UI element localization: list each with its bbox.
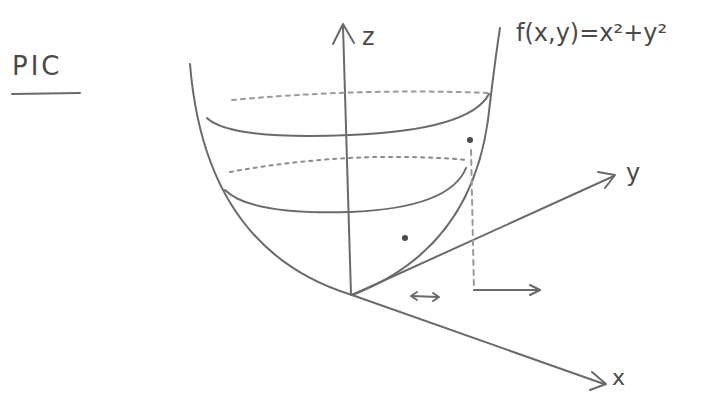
axis-label: x: [612, 366, 625, 390]
paraboloid-outline: [352, 28, 500, 295]
axis-label: y: [626, 160, 640, 186]
projection-line: [471, 150, 474, 290]
arrow-head: [333, 24, 354, 44]
function-label: f(x,y)=x²+y²: [516, 20, 667, 46]
arrow-head: [411, 292, 417, 300]
surface-point: [467, 137, 473, 143]
arrow-head: [598, 172, 615, 188]
direction-arrow: [474, 289, 540, 291]
paraboloid-outline: [190, 64, 352, 295]
level-curve-hidden: [232, 92, 490, 100]
underline: [12, 93, 80, 94]
direction-arrow: [412, 296, 438, 297]
level-curve-hidden: [230, 157, 468, 172]
surface-point: [402, 235, 408, 241]
level-curve: [225, 168, 466, 212]
z-axis: [343, 26, 351, 295]
arrow-head: [433, 293, 439, 301]
figure-title: PIC: [12, 52, 63, 81]
arrow-head: [590, 372, 606, 390]
level-curve: [207, 94, 489, 136]
axis-label: z: [362, 24, 375, 50]
arrow-head: [530, 285, 540, 295]
x-axis: [352, 295, 604, 384]
